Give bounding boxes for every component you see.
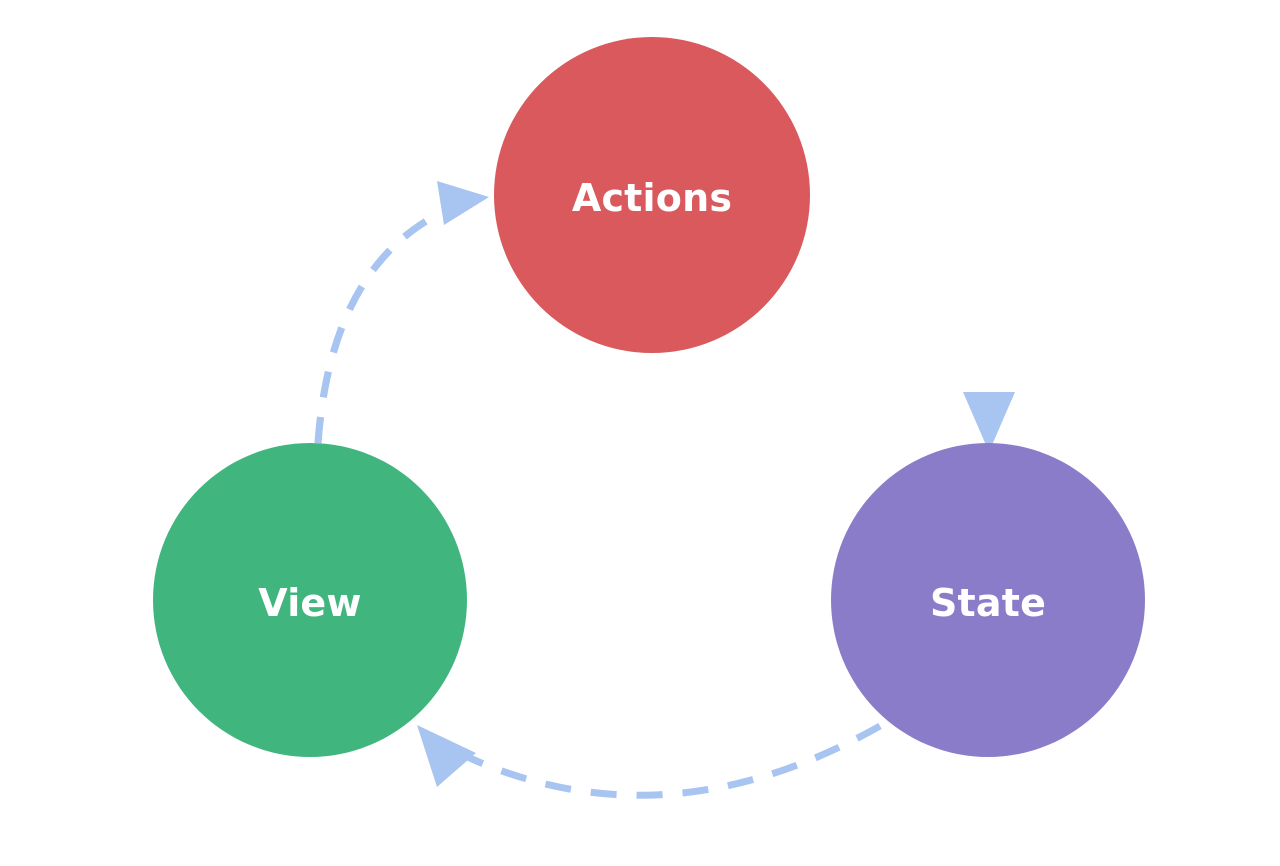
arrowhead-upleft-icon [417, 725, 476, 787]
edge-group [314, 198, 882, 799]
node-view-circle[interactable] [153, 443, 467, 757]
node-state[interactable]: State [831, 443, 1145, 757]
edge-view-to-actions [314, 198, 468, 444]
arrowhead-right-icon [437, 181, 489, 225]
node-state-label: State [930, 581, 1046, 625]
node-state-circle[interactable] [831, 443, 1145, 757]
arrowhead-down-icon [963, 392, 1015, 452]
node-actions[interactable]: Actions [494, 37, 810, 353]
arrowhead-group [417, 181, 1015, 787]
edge-state-to-view [314, 198, 468, 444]
node-actions-label: Actions [572, 176, 732, 220]
edge-actions-to-state [435, 722, 882, 799]
node-actions-circle[interactable] [494, 37, 810, 353]
node-view-label: View [258, 581, 361, 625]
node-view[interactable]: View [153, 443, 467, 757]
